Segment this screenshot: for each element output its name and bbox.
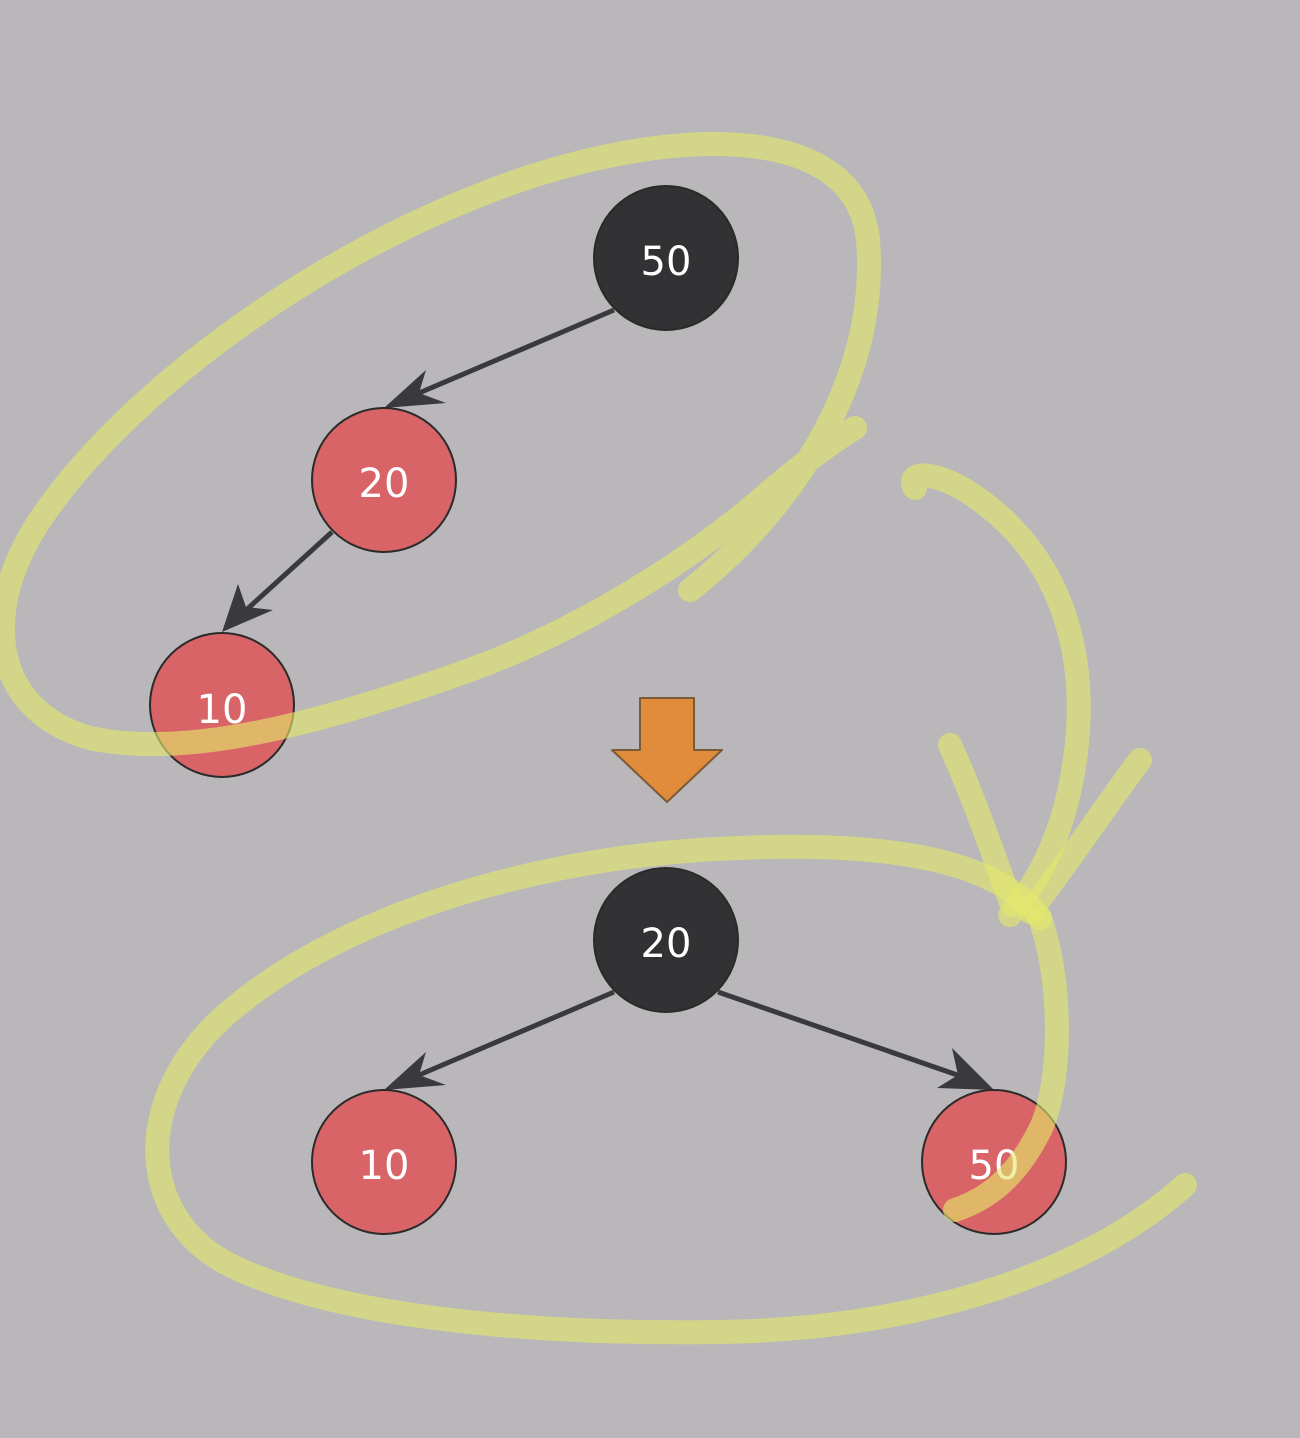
- arrowhead-before-50-20: [384, 370, 446, 408]
- edge-after-20-10: [411, 989, 615, 1081]
- arrowhead-after-20-50: [937, 1048, 994, 1090]
- highlight-loop-after-tail: [943, 906, 1069, 1222]
- node-before-middle: 20: [311, 407, 457, 553]
- highlight-loop-after: [145, 834, 1197, 1345]
- after-tree: 20 10 50: [311, 867, 1067, 1235]
- highlight-curve-arrow: [901, 463, 1091, 927]
- arrowhead-after-20-10: [384, 1052, 446, 1090]
- node-before-root-label: 50: [641, 239, 692, 285]
- node-before-root: 50: [593, 185, 739, 331]
- edge-before-50-20: [411, 307, 615, 399]
- node-after-left-label: 10: [359, 1143, 410, 1189]
- edge-before-20-10: [242, 530, 334, 614]
- node-before-middle-label: 20: [359, 461, 410, 507]
- node-after-left: 10: [311, 1089, 457, 1235]
- down-arrow-icon: [611, 697, 723, 803]
- highlight-loop-before: [0, 132, 881, 757]
- node-after-root: 20: [593, 867, 739, 1013]
- highlighter-annotations: [0, 132, 1197, 1345]
- highlight-arrowhead-right: [1018, 748, 1152, 924]
- edge-after-20-50: [717, 989, 967, 1081]
- arrowhead-before-20-10: [222, 584, 273, 632]
- node-after-root-label: 20: [641, 921, 692, 967]
